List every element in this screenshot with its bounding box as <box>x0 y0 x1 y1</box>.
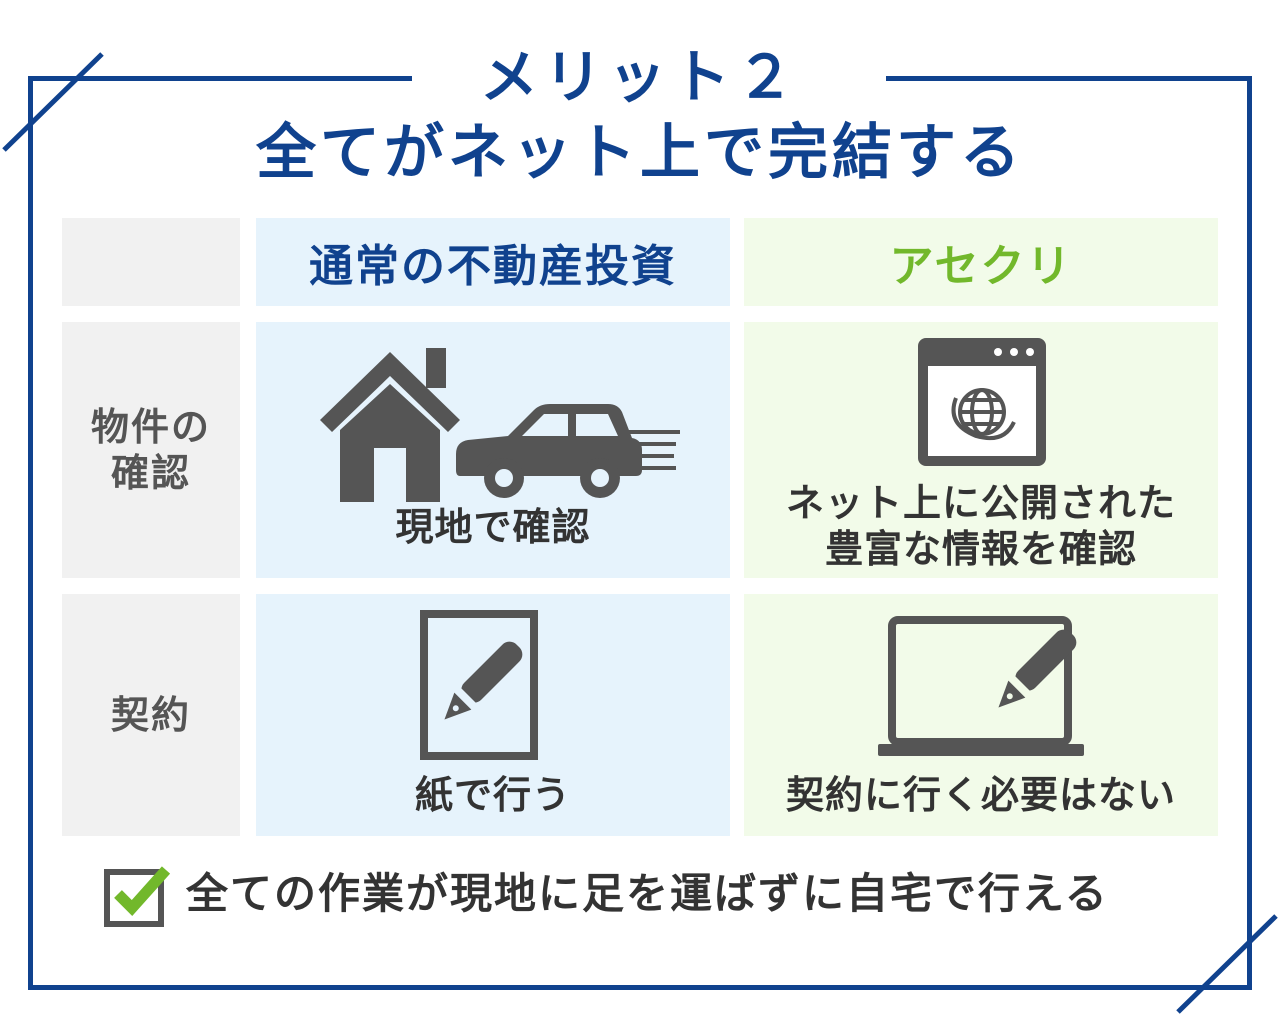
browser-globe-icon <box>918 338 1046 466</box>
caption-online-info-check: ネット上に公開された 豊富な情報を確認 <box>785 481 1176 571</box>
row-label-property-check: 物件の 確認 <box>62 322 240 578</box>
checkbox-checked-icon <box>104 866 171 927</box>
caption-on-site-check: 現地で確認 <box>395 505 591 549</box>
car-icon <box>456 404 680 498</box>
title-line2: 全てがネット上で完結する <box>256 118 1024 188</box>
cell-contract-conventional: 紙で行う <box>256 594 730 836</box>
caption-no-visit-contract: 契約に行く必要はない <box>785 773 1176 817</box>
column-header-acecre: アセクリ <box>744 218 1218 306</box>
title-background <box>412 40 886 120</box>
cell-property-check-conventional: 現地で確認 <box>256 322 730 578</box>
paper-pen-icon <box>420 610 538 760</box>
header-empty-cell <box>62 218 240 306</box>
laptop-pen-icon <box>878 616 1084 756</box>
cell-property-check-acecre: ネット上に公開された 豊富な情報を確認 <box>744 322 1218 578</box>
caption-paper-contract: 紙で行う <box>414 773 571 817</box>
title-line1: メリット２ <box>479 43 800 111</box>
house-icon <box>320 348 460 502</box>
summary-text: 全ての作業が現地に足を運ばずに自宅で行える <box>186 869 1109 918</box>
cell-contract-acecre: 契約に行く必要はない <box>744 594 1218 836</box>
row-label-contract: 契約 <box>62 594 240 836</box>
column-header-conventional: 通常の不動産投資 <box>256 218 730 306</box>
